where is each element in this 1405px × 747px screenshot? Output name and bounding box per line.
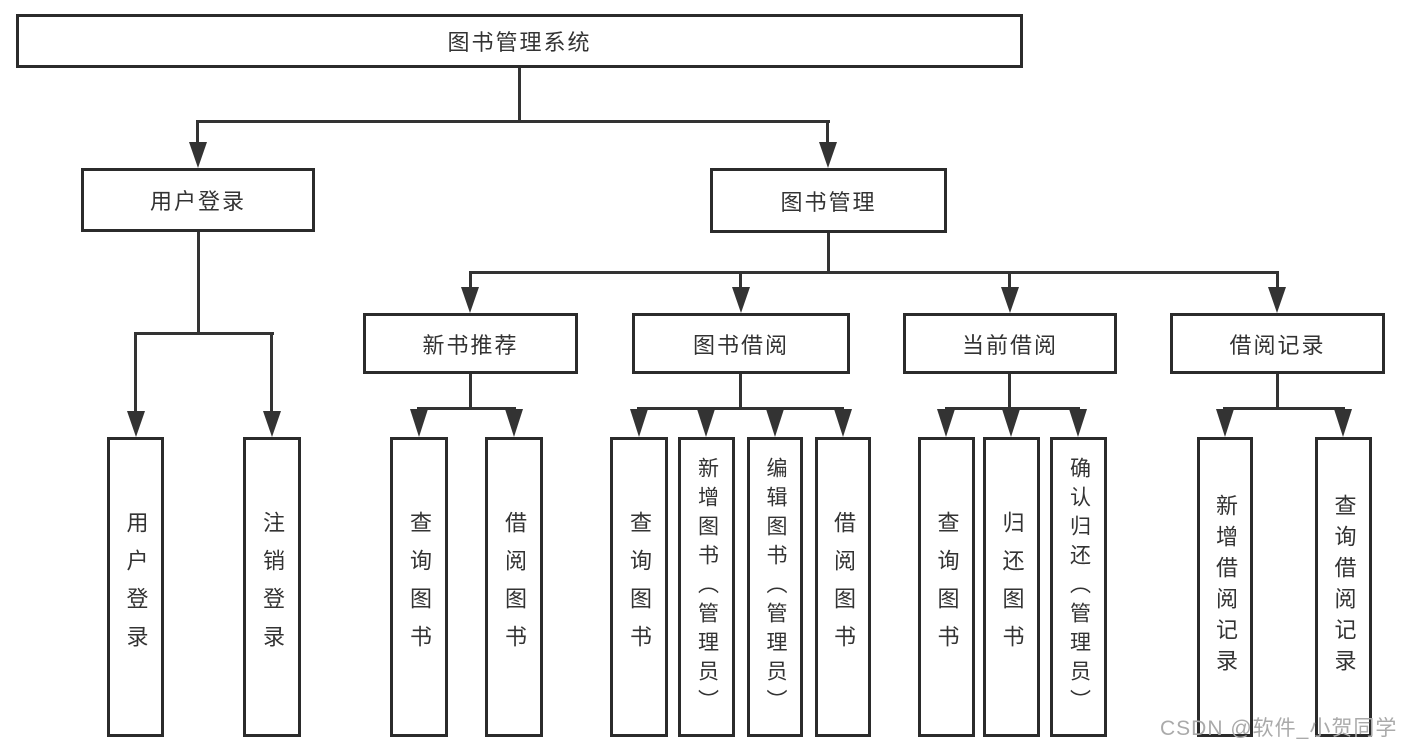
arrow-down-icon — [834, 409, 852, 437]
arrow-down-icon — [410, 409, 428, 437]
node-current-borrowing: 当前借阅 — [903, 313, 1117, 374]
arrow-down-icon — [189, 142, 207, 168]
leaf-nbr-borrow-book: 借阅图书 — [485, 437, 543, 737]
node-label: 新增借阅记录 — [1213, 494, 1238, 680]
connector-drop-book-management — [826, 120, 829, 144]
leaf-bb-add-book-admin: 新增图书（管理员） — [678, 437, 735, 737]
csdn-watermark: CSDN @软件_小贺同学 — [1160, 717, 1398, 740]
leaf-br-query-record: 查询借阅记录 — [1315, 437, 1372, 737]
leaf-logout: 注销登录 — [243, 437, 301, 737]
leaf-bb-borrow-book: 借阅图书 — [815, 437, 871, 737]
connector-user-login-stem — [197, 232, 200, 335]
node-library-management-system: 图书管理系统 — [16, 14, 1023, 68]
connector-drop-new-book — [469, 271, 472, 287]
node-label: 查询图书 — [934, 511, 960, 663]
connector-level2-bus — [469, 271, 1279, 274]
node-label: 编辑图书（管理员） — [764, 456, 787, 718]
node-new-book-recommendation: 新书推荐 — [363, 313, 578, 374]
leaf-cb-confirm-return-admin: 确认归还（管理员） — [1050, 437, 1107, 737]
arrow-down-icon — [732, 287, 750, 313]
node-label: 用户登录 — [123, 511, 149, 663]
connector-drop-borrowing-records — [1276, 271, 1279, 287]
node-book-borrowing: 图书借阅 — [632, 313, 850, 374]
arrow-down-icon — [937, 409, 955, 437]
node-label: 当前借阅 — [961, 332, 1058, 358]
node-book-management: 图书管理 — [710, 168, 947, 233]
node-label: 注销登录 — [260, 511, 285, 663]
leaf-user-login: 用户登录 — [107, 437, 164, 737]
node-label: 借阅记录 — [1229, 332, 1326, 358]
arrow-down-icon — [1001, 287, 1019, 313]
node-label: 新书推荐 — [422, 332, 519, 358]
arrow-down-icon — [263, 411, 281, 437]
connector-drop-user-login — [196, 120, 199, 144]
arrow-down-icon — [697, 409, 715, 437]
connector-new-book-stem — [469, 374, 472, 410]
arrow-down-icon — [1216, 409, 1234, 437]
connector-user-login-bus — [134, 332, 274, 335]
connector-drop-leaf-logout — [270, 332, 273, 412]
connector-level1-bus — [196, 120, 830, 123]
connector-book-management-stem — [827, 233, 830, 273]
connector-borrowing-records-bus — [1223, 407, 1345, 410]
node-label: 用户登录 — [149, 189, 246, 214]
arrow-down-icon — [127, 411, 145, 437]
arrow-down-icon — [505, 409, 523, 437]
node-label: 新增图书（管理员） — [695, 456, 719, 718]
arrow-down-icon — [1069, 409, 1087, 437]
node-label: 确认归还（管理员） — [1067, 456, 1091, 718]
arrow-down-icon — [1268, 287, 1286, 313]
connector-drop-leaf-user-login — [134, 332, 137, 412]
node-label: 查询图书 — [627, 511, 652, 663]
node-label: 归还图书 — [999, 511, 1025, 663]
leaf-bb-edit-book-admin: 编辑图书（管理员） — [747, 437, 803, 737]
leaf-bb-query-book: 查询图书 — [610, 437, 668, 737]
node-label: 借阅图书 — [502, 511, 527, 663]
arrow-down-icon — [630, 409, 648, 437]
connector-new-book-bus — [417, 407, 516, 410]
node-label: 图书管理系统 — [447, 30, 592, 55]
leaf-br-add-record: 新增借阅记录 — [1197, 437, 1253, 737]
arrow-down-icon — [766, 409, 784, 437]
connector-current-borrowing-stem — [1008, 374, 1011, 410]
connector-current-borrowing-bus — [945, 407, 1080, 410]
connector-borrowing-records-stem — [1276, 374, 1279, 410]
connector-root-stem — [518, 68, 521, 123]
leaf-cb-query-book: 查询图书 — [918, 437, 975, 737]
connector-book-borrowing-stem — [739, 374, 742, 410]
leaf-cb-return-book: 归还图书 — [983, 437, 1040, 737]
arrow-down-icon — [1334, 409, 1352, 437]
connector-drop-current-borrowing — [1008, 271, 1011, 287]
node-label: 图书管理 — [780, 189, 877, 215]
connector-book-borrowing-bus — [637, 407, 844, 410]
arrow-down-icon — [819, 142, 837, 168]
node-user-login: 用户登录 — [81, 168, 315, 232]
arrow-down-icon — [461, 287, 479, 313]
node-borrowing-records: 借阅记录 — [1170, 313, 1385, 374]
node-label: 查询借阅记录 — [1331, 494, 1357, 680]
connector-drop-book-borrowing — [739, 271, 742, 287]
leaf-nbr-query-book: 查询图书 — [390, 437, 448, 737]
node-label: 借阅图书 — [831, 511, 856, 663]
node-label: 查询图书 — [407, 511, 432, 663]
arrow-down-icon — [1002, 409, 1020, 437]
node-label: 图书借阅 — [692, 332, 789, 358]
